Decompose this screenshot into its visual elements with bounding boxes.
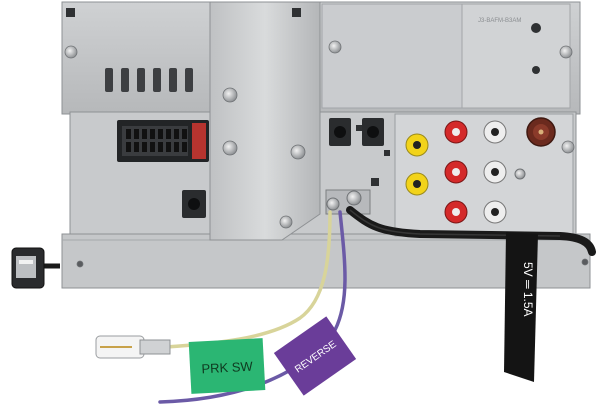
rca-jack-icon: [405, 120, 526, 224]
usb-power-rating-label: 5V ═ 1.5A: [521, 262, 535, 317]
prk-sw-label: PRK SW: [201, 359, 254, 377]
bullet-connector: [95, 335, 171, 359]
iso-wiring-harness-icon: [117, 120, 209, 162]
mini-jacks: [329, 118, 384, 146]
vent-slots: [105, 68, 193, 92]
heatsink-plate: [209, 1, 321, 241]
screws: [64, 40, 589, 268]
steering-remote-jack-icon: [182, 190, 206, 218]
panel-holes: [66, 8, 541, 186]
reverse-tag: REVERSE: [273, 316, 357, 396]
usb-cable: [346, 206, 596, 256]
panel-print: J3-BAFM-B3AM: [478, 18, 521, 24]
prk-sw-tag: PRK SW: [188, 338, 266, 394]
usb-power-flag: 5V ═ 1.5A: [504, 232, 538, 382]
antenna-jack-icon: [526, 117, 556, 147]
usb-connector-icon: [11, 247, 60, 289]
